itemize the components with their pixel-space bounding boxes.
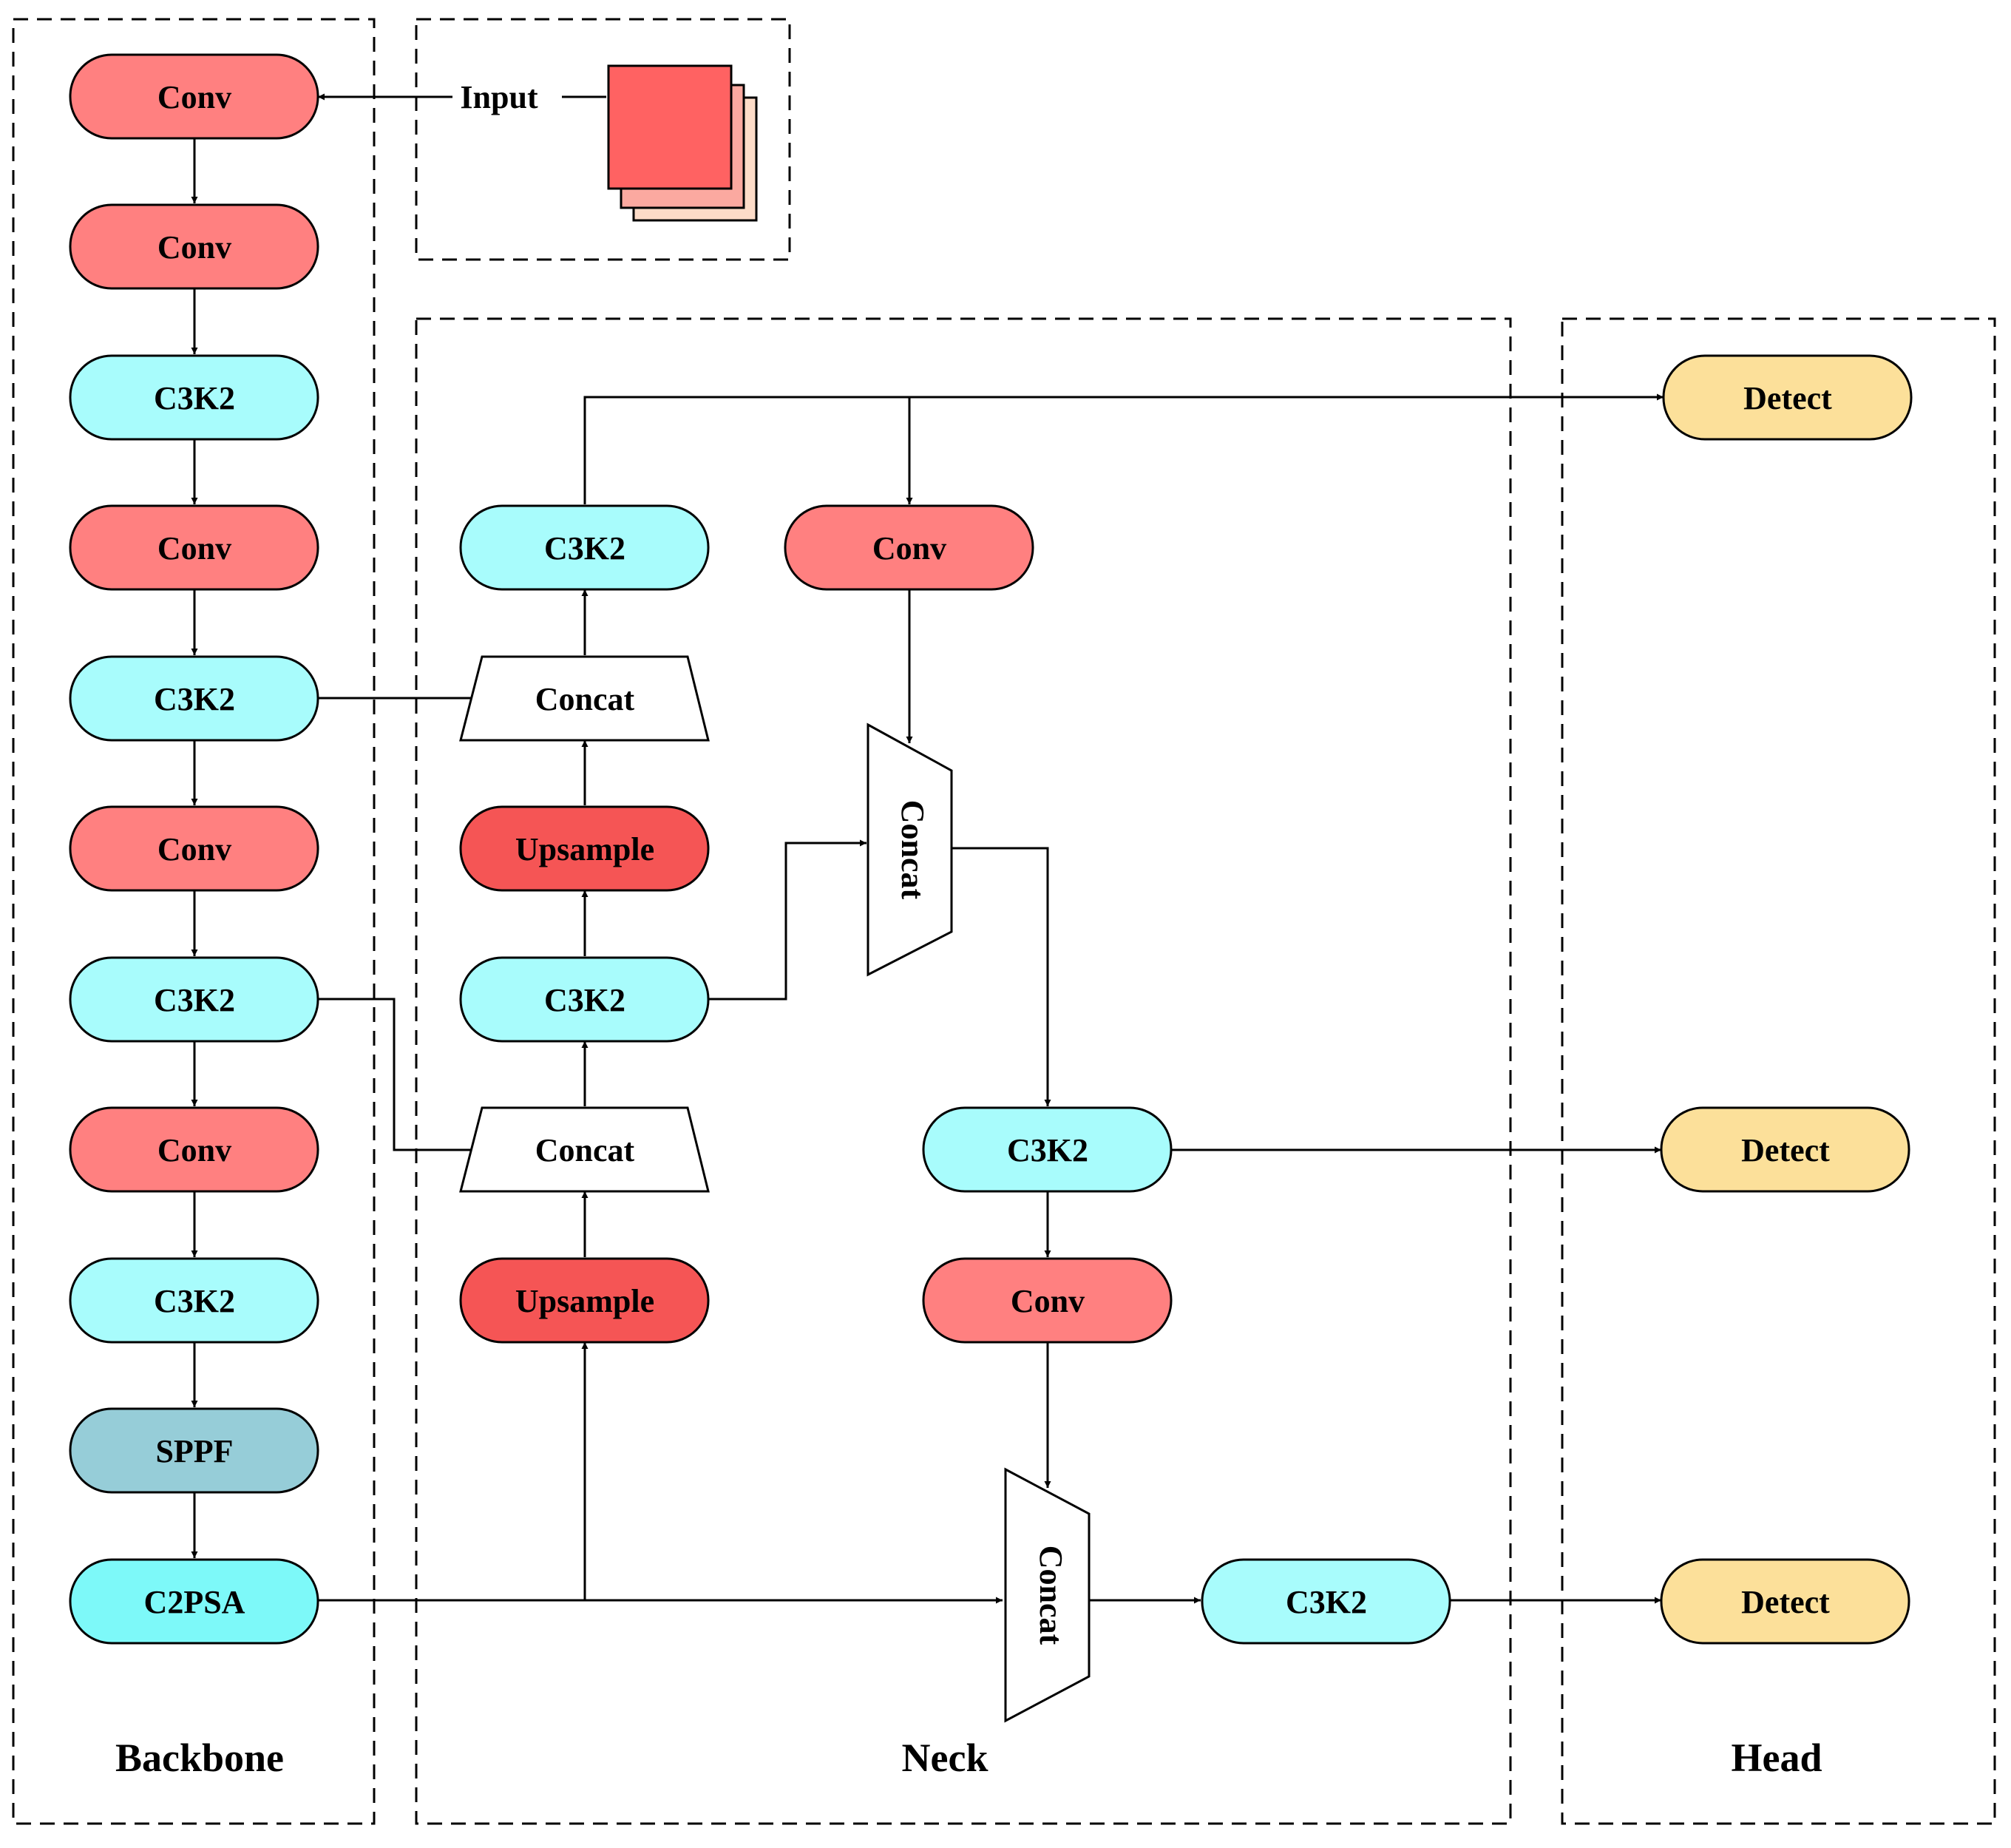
svg-text:Conv: Conv xyxy=(872,530,946,566)
svg-text:C3K2: C3K2 xyxy=(1286,1584,1367,1620)
neck-right-column: Conv Concat C3K2 Conv Concat C3K2 xyxy=(784,504,1451,1723)
head-label: Head xyxy=(1731,1736,1822,1780)
head-frame xyxy=(1561,317,1996,1825)
svg-text:Conv: Conv xyxy=(157,530,231,566)
backbone-node-c3k2-2: C3K2 xyxy=(69,655,319,742)
svg-text:C3K2: C3K2 xyxy=(154,1283,235,1319)
detect-node-1: Detect xyxy=(1662,354,1913,441)
backbone-frame xyxy=(12,18,376,1825)
svg-text:Conv: Conv xyxy=(157,229,231,265)
neck-upsample-bottom: Upsample xyxy=(459,1257,710,1344)
backbone-node-c3k2-4: C3K2 xyxy=(69,1257,319,1344)
neck-conv-right: Conv xyxy=(922,1257,1173,1344)
neck-concat-vertical-top: Concat xyxy=(867,722,953,977)
svg-text:Concat: Concat xyxy=(535,1132,635,1168)
backbone-label: Backbone xyxy=(115,1736,284,1780)
neck-concat-mid: Concat xyxy=(459,1106,710,1193)
detect-node-2: Detect xyxy=(1660,1106,1910,1193)
svg-text:Conv: Conv xyxy=(157,1132,231,1168)
detect-node-3: Detect xyxy=(1660,1558,1910,1645)
backbone-node-conv-1: Conv xyxy=(69,53,319,140)
backbone-node-conv-2: Conv xyxy=(69,203,319,290)
svg-text:Detect: Detect xyxy=(1741,1132,1830,1168)
head-column: Detect Detect Detect xyxy=(1660,354,1913,1645)
svg-text:C3K2: C3K2 xyxy=(154,681,235,717)
backbone-node-conv-5: Conv xyxy=(69,1106,319,1193)
svg-text:C2PSA: C2PSA xyxy=(144,1584,245,1620)
neck-left-column: C3K2 Concat Upsample C3K2 Concat Upsampl… xyxy=(459,504,710,1344)
backbone-node-c3k2-3: C3K2 xyxy=(69,956,319,1043)
neck-conv-top: Conv xyxy=(784,504,1034,591)
connections xyxy=(191,93,1664,1604)
neck-c3k2-top: C3K2 xyxy=(459,504,710,591)
svg-text:Conv: Conv xyxy=(1011,1283,1085,1319)
neck-label: Neck xyxy=(902,1736,988,1780)
svg-text:Concat: Concat xyxy=(1033,1546,1069,1645)
svg-text:Upsample: Upsample xyxy=(515,831,654,867)
svg-text:Detect: Detect xyxy=(1743,380,1832,416)
neck-c3k2-mid: C3K2 xyxy=(459,956,710,1043)
backbone-node-c3k2-1: C3K2 xyxy=(69,354,319,441)
svg-text:Conv: Conv xyxy=(157,79,231,115)
neck-frame xyxy=(415,317,1512,1825)
svg-text:C3K2: C3K2 xyxy=(544,530,625,566)
backbone-node-c2psa: C2PSA xyxy=(69,1558,319,1645)
svg-text:C3K2: C3K2 xyxy=(154,380,235,416)
svg-text:Conv: Conv xyxy=(157,831,231,867)
backbone-node-conv-3: Conv xyxy=(69,504,319,591)
svg-text:Concat: Concat xyxy=(535,681,635,717)
svg-text:Concat: Concat xyxy=(895,800,931,900)
svg-text:C3K2: C3K2 xyxy=(1007,1132,1088,1168)
svg-text:SPPF: SPPF xyxy=(155,1433,233,1469)
input-label: Input xyxy=(460,79,538,115)
input-stack-icon xyxy=(607,64,758,222)
neck-upsample-top: Upsample xyxy=(459,805,710,892)
neck-c3k2-right: C3K2 xyxy=(922,1106,1173,1193)
svg-text:C3K2: C3K2 xyxy=(544,982,625,1018)
backbone-column: Conv Conv C3K2 Conv C3K2 Conv C3K2 Conv xyxy=(69,53,319,1645)
neck-concat-top: Concat xyxy=(459,655,710,742)
svg-text:C3K2: C3K2 xyxy=(154,982,235,1018)
neck-concat-vertical-bottom: Concat xyxy=(1004,1467,1091,1723)
neck-c3k2-bottom: C3K2 xyxy=(1201,1558,1451,1645)
svg-text:Detect: Detect xyxy=(1741,1584,1830,1620)
backbone-node-conv-4: Conv xyxy=(69,805,319,892)
svg-text:Upsample: Upsample xyxy=(515,1283,654,1319)
backbone-node-sppf: SPPF xyxy=(69,1407,319,1494)
